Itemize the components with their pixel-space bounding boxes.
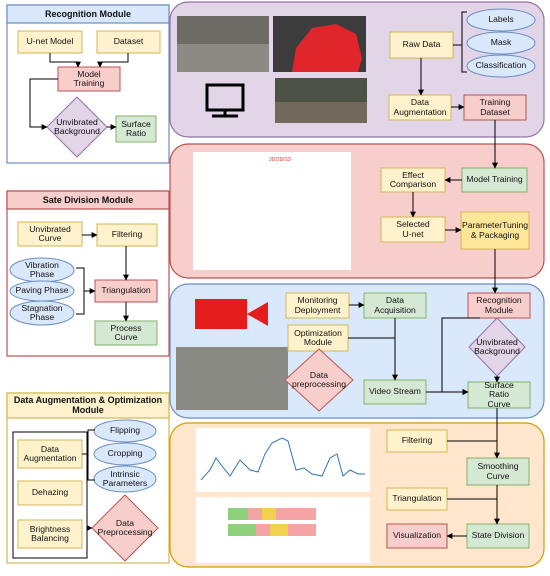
intrinsic-parameters-label: Intrinsic Parameters	[102, 468, 148, 488]
unvibrated-curve-label: Unvibrated Curve	[29, 223, 71, 243]
classification-ellipse	[466, 54, 536, 78]
arrow-dataset-to-training	[97, 53, 129, 68]
triangulation-label-left: Triangulation	[101, 285, 151, 296]
recognition-module-title: Recognition Module	[45, 9, 131, 19]
camera-lens	[247, 302, 268, 326]
monitoring-deployment-label: Monitoring Deployment	[294, 295, 341, 315]
selected-unet-label: Selected U-net	[396, 219, 430, 239]
arrow-unet-to-training	[49, 53, 81, 68]
effect-comparison-label: Effect Comparison	[389, 169, 437, 189]
dehazing-box	[17, 480, 83, 506]
augmentation-module-title-bar	[6, 392, 170, 419]
model-training-label: Model Training	[73, 68, 105, 88]
brightness-balancing-label: Brightness Balancing	[29, 523, 71, 543]
smoothing-curve-label: Smoothing Curve	[477, 461, 519, 481]
training-dataset-label: Training Dataset	[479, 97, 511, 117]
unvibrated-background-diamond	[46, 96, 108, 158]
camera-body	[195, 299, 247, 329]
data-acquisition-label: Data Acquisition	[374, 295, 416, 315]
augmentation-group-frame	[12, 431, 88, 559]
unet-architecture-figure	[193, 152, 351, 270]
mask-overlay	[292, 24, 362, 72]
smoothing-curve-box	[466, 457, 530, 486]
recognition-module-box-label: Recognition Module	[476, 295, 522, 315]
filtering-label-right: Filtering	[401, 435, 433, 446]
data-augmentation-label-top: Data Augmentation	[393, 97, 447, 117]
vibration-phase-label: Vibration Phase	[25, 259, 59, 279]
brightness-balancing-box	[17, 519, 83, 549]
paving-phase-label: Paving Phase	[15, 285, 69, 296]
cropping-ellipse	[93, 442, 157, 466]
state-division-label: State Division	[471, 530, 525, 541]
labels-label: Labels	[488, 14, 514, 25]
classification-label: Classification	[475, 60, 527, 71]
state-division-box	[466, 523, 530, 549]
optimization-module-label: Optimization Module	[294, 327, 342, 347]
data-preprocessing-diamond-left	[91, 494, 159, 562]
data-preprocessing-diamond-right	[284, 348, 354, 412]
state-division-module-title: Sate Division Module	[42, 195, 134, 205]
recognition-module-title-bar	[6, 4, 170, 24]
cropping-label: Cropping	[107, 448, 143, 459]
dehazing-label: Dehazing	[31, 487, 69, 498]
raw-data-label: Raw Data	[402, 39, 441, 50]
photo-top-left-floor	[177, 44, 269, 72]
model-training-label-right: Model Training	[466, 174, 523, 185]
unvibrated-background-label-right: Unvibrated Background	[474, 336, 520, 356]
augmentation-module-title: Data Augmentation & Optimization Module	[13, 394, 163, 415]
triangulation-label-right: Triangulation	[392, 493, 442, 504]
filtering-label-left: Filtering	[111, 229, 143, 240]
process-curve-label: Process Curve	[110, 322, 142, 342]
bracket-augment-methods	[87, 429, 95, 481]
unvibrated-curve-box	[17, 221, 83, 247]
video-stream-label: Video Stream	[369, 386, 421, 397]
mask-label: Mask	[490, 37, 512, 48]
monitoring-deployment-box	[285, 292, 350, 319]
arrow-training-to-background	[29, 78, 58, 130]
unet-figure-title: 3D/2D/1D	[269, 157, 291, 164]
flipping-label: Flipping	[109, 425, 141, 436]
labels-ellipse	[466, 8, 536, 32]
visualization-label: Visualization	[392, 530, 442, 541]
stagnation-phase-label: Stagnation Phase	[21, 302, 63, 322]
surface-ratio-curve-label: Surface Ratio Curve	[484, 380, 514, 409]
data-preprocessing-label-left: Data Preprocessing	[97, 517, 153, 537]
video-frame-grid	[176, 347, 288, 410]
flipping-ellipse	[93, 419, 157, 443]
data-augmentation-box	[17, 439, 83, 469]
connectors	[29, 11, 500, 539]
data-augmentation-label: Data Augmentation	[23, 443, 77, 463]
surface-ratio-label: Surface Ratio	[121, 118, 151, 138]
photo-classification-floor	[275, 102, 367, 123]
parameter-tuning-label: ParameterTuning & Packaging	[461, 220, 529, 240]
surface-ratio-box	[115, 115, 157, 143]
unet-model-label: U-net Model	[26, 36, 74, 47]
state-division-module-title-bar	[6, 190, 170, 210]
state-bar-row-1-green	[228, 508, 248, 520]
dataset-label: Dataset	[113, 36, 144, 47]
bracket-raw-data-outputs	[461, 11, 467, 73]
data-preprocessing-label-right: Data preprocessing	[292, 369, 346, 389]
state-bar-row-1-yellow	[262, 508, 276, 520]
recognition-module-box	[467, 292, 531, 319]
model-training-box-right	[461, 167, 528, 193]
line-chart-figure	[196, 428, 370, 492]
mask-ellipse	[466, 31, 536, 55]
raw-data-box	[389, 31, 454, 59]
smoothing-curve-plot	[200, 437, 365, 481]
state-bar-row-2-green	[228, 524, 256, 536]
surface-ratio-curve-box	[467, 381, 531, 409]
process-curve-box	[94, 320, 158, 346]
unvibrated-background-label: Unvibrated Background	[54, 116, 100, 136]
stagnation-phase-ellipse	[9, 300, 75, 326]
state-bar-row-2-yellow	[270, 524, 288, 536]
intrinsic-parameters-ellipse	[93, 465, 157, 493]
